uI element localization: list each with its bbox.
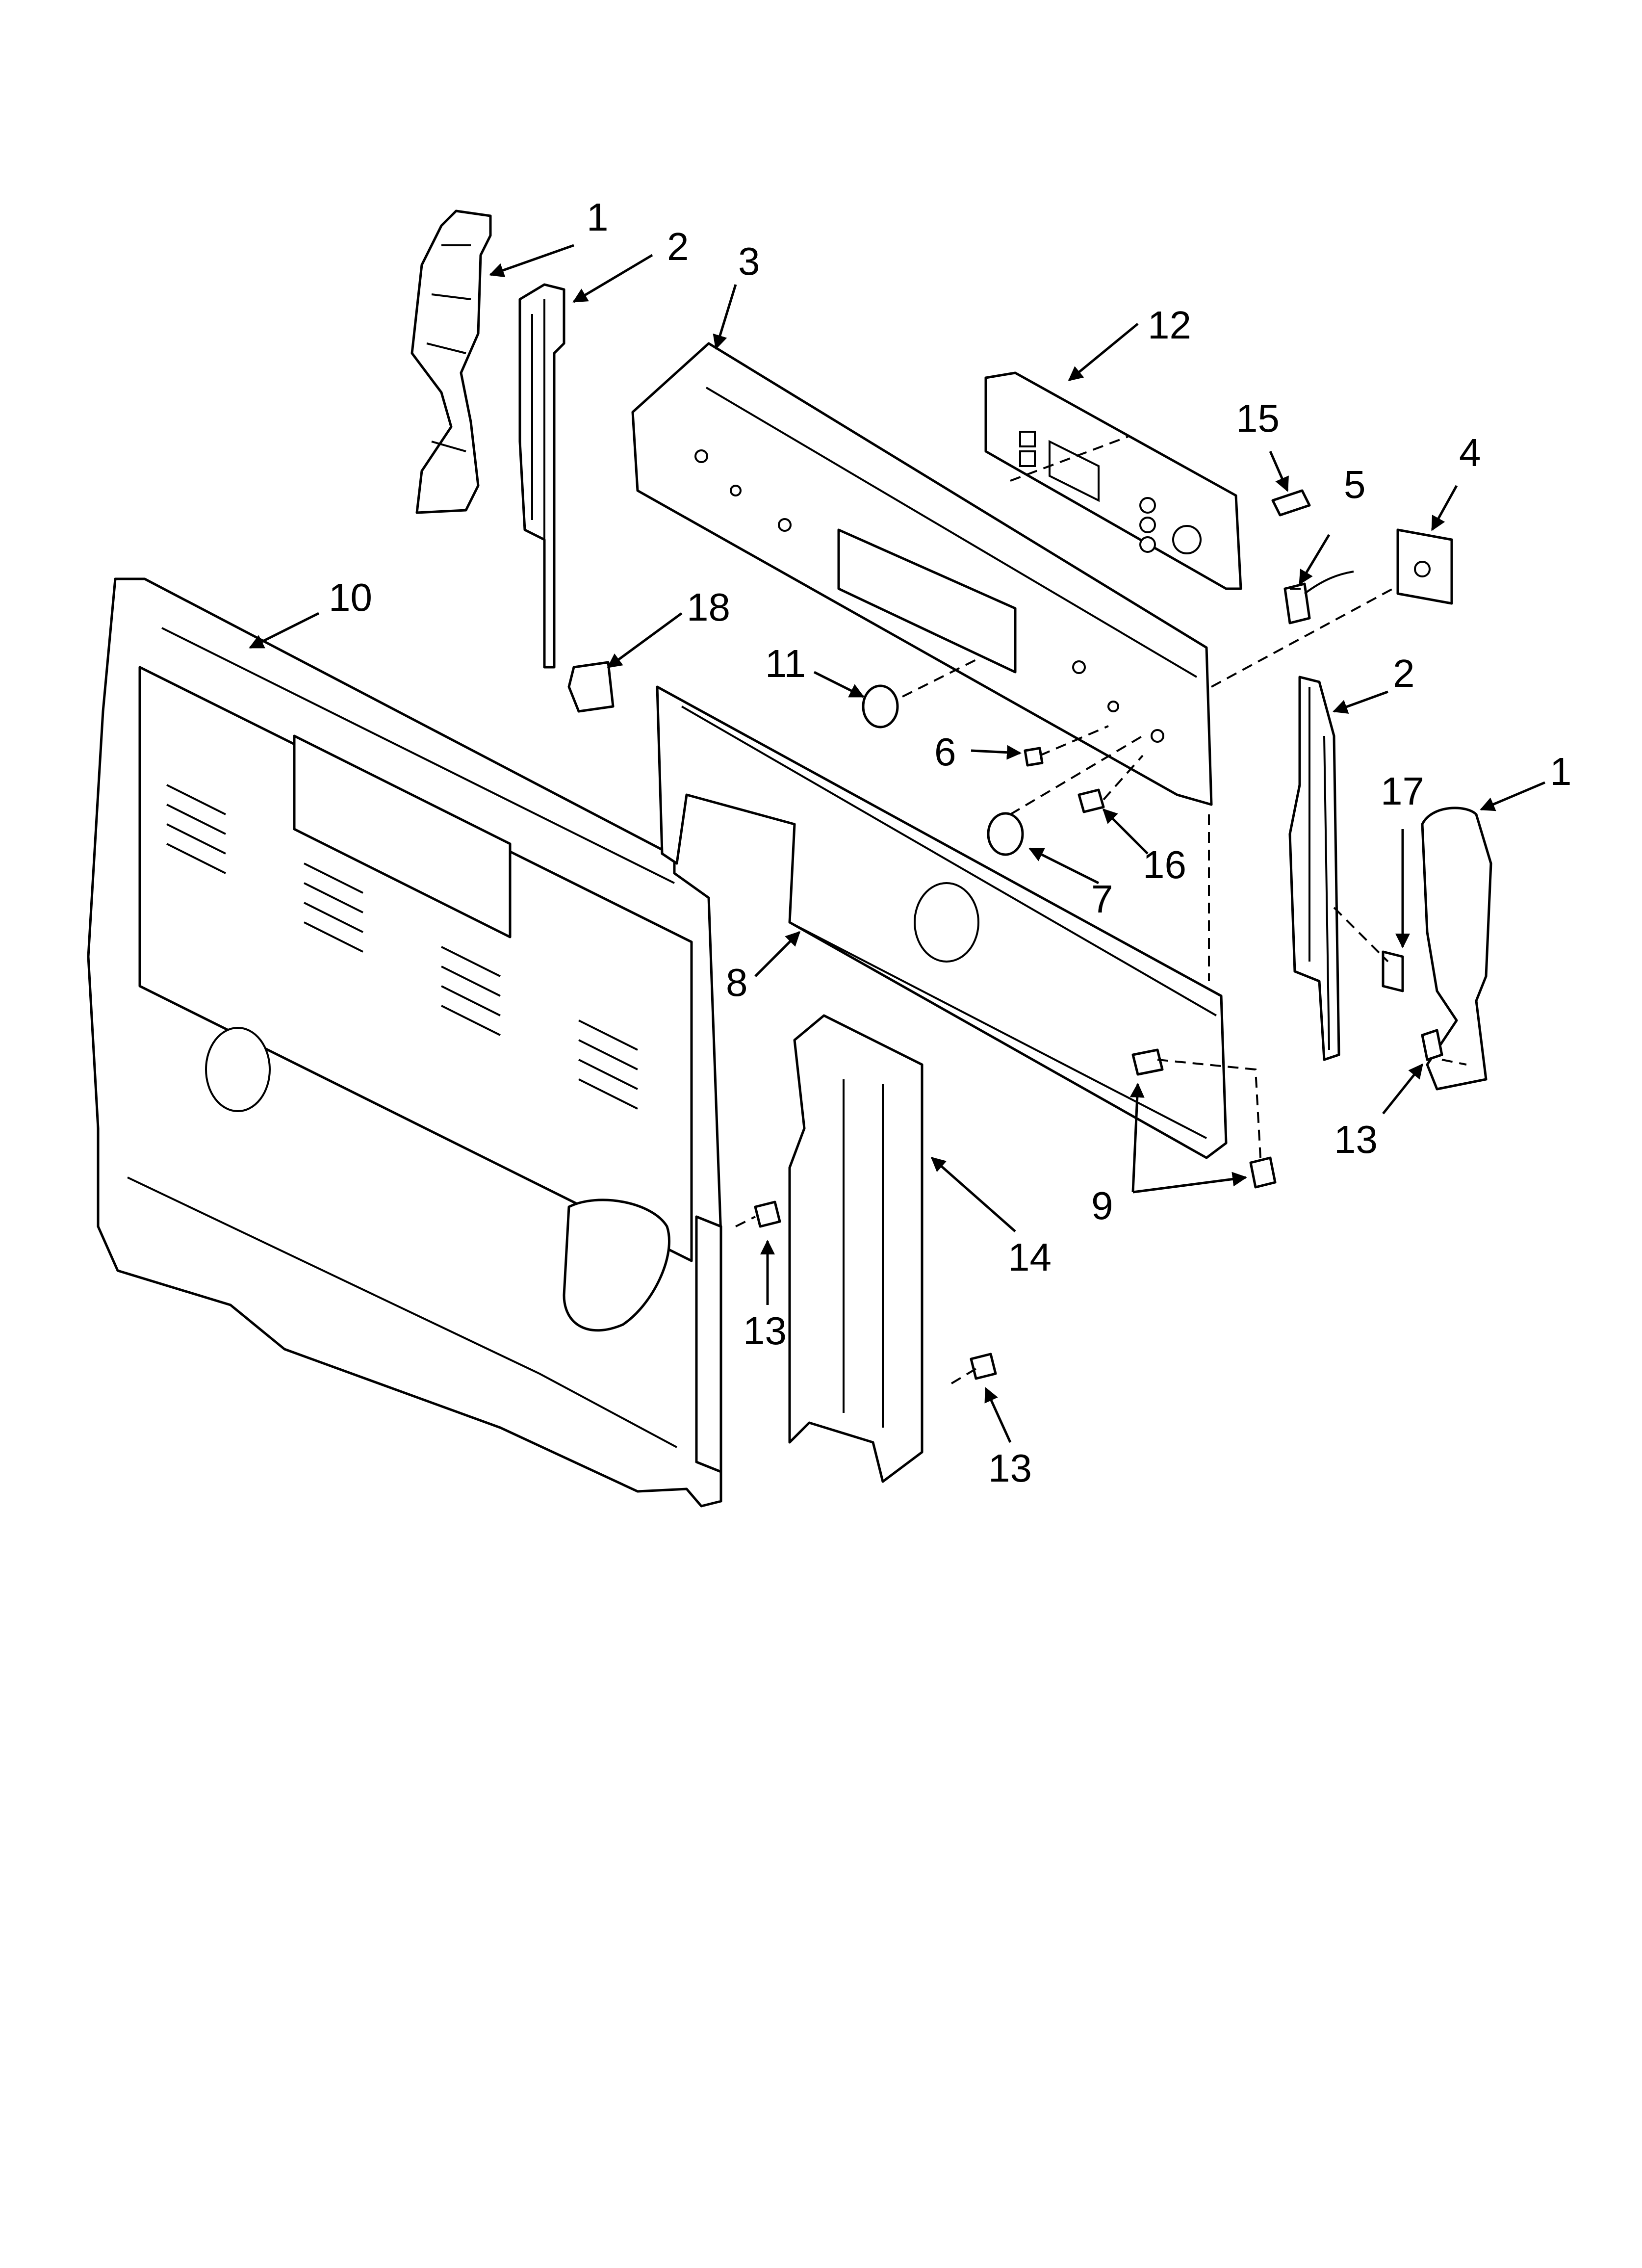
callout-2-left: 2: [667, 225, 689, 268]
callout-11: 11: [765, 642, 806, 685]
part-14-shield: [788, 1014, 924, 1483]
part-9-screw-upper: [1131, 1048, 1164, 1076]
callout-6: 6: [934, 730, 956, 774]
callout-10: 10: [329, 575, 372, 619]
part-12-electronic-control: [984, 371, 1242, 590]
part-13-screw-right: [1421, 1029, 1443, 1061]
callout-18: 18: [687, 585, 730, 629]
callout-17: 17: [1381, 769, 1424, 813]
callout-3: 3: [738, 239, 760, 283]
callout-12: 12: [1148, 303, 1191, 347]
callout-14: 14: [1008, 1235, 1052, 1279]
part-16-nut: [1078, 788, 1105, 813]
callout-7: 7: [1091, 877, 1113, 921]
part-1-left-trim: [410, 209, 492, 514]
part-2-right-bracket: [1288, 676, 1340, 1061]
callout-9: 9: [1091, 1184, 1113, 1227]
part-18-clip: [567, 661, 615, 713]
part-13-screw-bottom: [970, 1353, 997, 1380]
part-6-pin: [1024, 747, 1044, 767]
part-3-control-panel: [631, 342, 1213, 806]
callout-16: 16: [1143, 843, 1186, 886]
part-17-clip: [1382, 950, 1404, 992]
callout-5: 5: [1344, 463, 1366, 506]
callout-13-mid: 13: [743, 1309, 787, 1353]
assembly-lines: [735, 436, 1467, 1384]
callout-15: 15: [1236, 396, 1280, 440]
part-2-left-bracket: [518, 283, 565, 669]
part-9-screw-lower: [1249, 1156, 1277, 1189]
part-5-wire: [1283, 571, 1354, 625]
part-13-screw-mid: [754, 1200, 781, 1228]
callout-labels: 1 2 3 12 15 5 4 10 18 11 6 2 17 1 16 7 8…: [329, 195, 1572, 1490]
part-1-right-trim: [1421, 807, 1492, 1091]
callout-2-right: 2: [1393, 652, 1415, 695]
callout-4: 4: [1459, 431, 1481, 474]
callout-13-right: 13: [1334, 1118, 1378, 1161]
part-4-switch: [1396, 528, 1453, 605]
callout-8: 8: [726, 961, 748, 1004]
callout-1-right: 1: [1550, 750, 1572, 793]
part-11-knob: [862, 684, 899, 729]
part-15-screw: [1271, 489, 1311, 517]
leader-arrows: [249, 244, 1545, 1443]
part-7-knob: [987, 812, 1024, 856]
callout-13-bottom: 13: [988, 1446, 1032, 1490]
part-8-shield: [656, 685, 1228, 1159]
part-10-panel: [87, 577, 722, 1508]
callout-1-left: 1: [587, 195, 609, 239]
